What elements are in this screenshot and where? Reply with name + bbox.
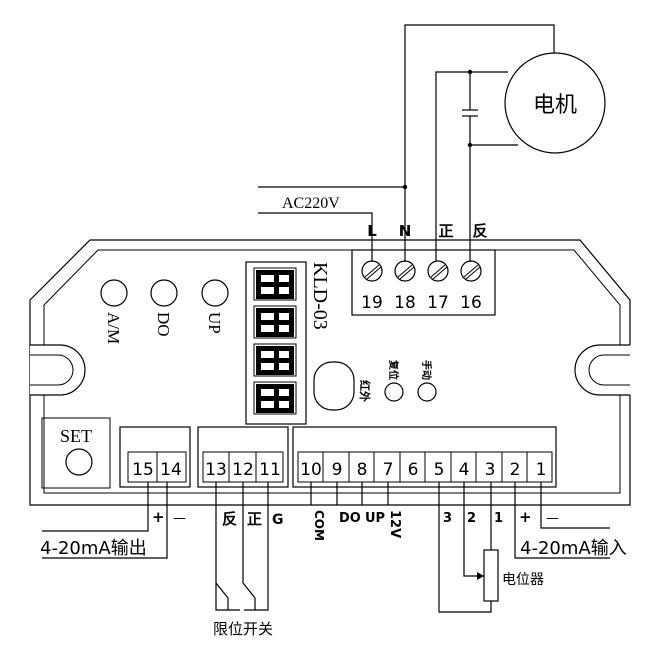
controller-body xyxy=(29,239,631,506)
screw-terminal-16 xyxy=(460,260,482,282)
terminal-number-8: 8 xyxy=(357,460,368,480)
motor-circle xyxy=(504,52,606,154)
potentiometer-label: 电位器 xyxy=(502,572,544,588)
potentiometer xyxy=(483,549,499,602)
terminal-number-2: 2 xyxy=(510,460,521,480)
limit-switch-contact xyxy=(215,582,229,599)
terminal-number-10: 10 xyxy=(300,460,322,480)
terminal-number-6: 6 xyxy=(408,460,419,480)
limit-switch-contact xyxy=(242,582,256,599)
wire-input-plus xyxy=(514,482,610,559)
wire-label-14: — xyxy=(173,511,186,526)
ir-receiver xyxy=(313,361,355,411)
wire-label-13: 反 xyxy=(222,510,237,528)
terminal-number-18: 18 xyxy=(394,293,416,313)
pot-wiper-arrow xyxy=(477,572,484,580)
wire-label-2: + xyxy=(519,508,532,526)
terminal-number-1: 1 xyxy=(536,460,547,480)
mount-notch-right xyxy=(574,344,636,396)
wire-label-5: 3 xyxy=(443,511,452,526)
wire-label-8: UP xyxy=(365,511,385,526)
terminal-number-3: 3 xyxy=(485,460,496,480)
wire-terminal-17 xyxy=(435,71,508,262)
screw-terminal-17 xyxy=(427,260,449,282)
indicator-label-am: A/M xyxy=(104,312,123,344)
terminal-number-15: 15 xyxy=(132,460,154,480)
wire-input-minus xyxy=(540,482,610,529)
terminal-number-13: 13 xyxy=(205,460,227,480)
seven-segment-display xyxy=(245,261,307,425)
terminal-number-7: 7 xyxy=(383,460,394,480)
set-label: SET xyxy=(60,426,92,446)
terminal-label-forward: 正 xyxy=(438,222,453,240)
model-label: KLD-03 xyxy=(309,262,331,330)
motor-label: 电机 xyxy=(533,93,577,118)
wire-pot-wiper xyxy=(463,482,484,577)
terminal-number-17: 17 xyxy=(427,293,449,313)
wire-ac-input-2 xyxy=(258,212,373,262)
wire-label-7: 12V xyxy=(387,510,402,538)
indicator-label-do: DO xyxy=(154,312,173,337)
terminal-number-14: 14 xyxy=(160,460,182,480)
terminal-number-5: 5 xyxy=(434,460,445,480)
wire-limit-common xyxy=(244,482,269,611)
wire-label-10: COM xyxy=(312,510,326,541)
wire-l-to-motor xyxy=(404,24,555,187)
manual-label: 手动 xyxy=(420,360,433,380)
wire-terminal-16 xyxy=(469,144,518,262)
reset-button[interactable] xyxy=(384,382,404,402)
terminal-block-a xyxy=(119,426,191,488)
terminal-number-16: 16 xyxy=(460,293,482,313)
led-am xyxy=(100,279,128,307)
wire-label-9: DO xyxy=(339,511,361,526)
terminal-block-c xyxy=(292,426,557,488)
terminal-label-l: L xyxy=(367,222,377,240)
terminal-number-19: 19 xyxy=(361,293,383,313)
manual-button[interactable] xyxy=(417,382,437,402)
terminal-label-reverse: 反 xyxy=(472,222,487,240)
terminal-number-11: 11 xyxy=(259,460,281,480)
wire-label-11: G xyxy=(272,512,284,528)
ac220v-label: AC220V xyxy=(282,195,340,212)
seven-segment-digit xyxy=(253,381,297,415)
indicator-label-up: UP xyxy=(205,312,224,334)
wire-label-3: 1 xyxy=(494,511,503,526)
wire-output-minus xyxy=(42,482,168,559)
screw-terminal-18 xyxy=(394,260,416,282)
seven-segment-digit xyxy=(253,305,297,339)
wire-label-12: 正 xyxy=(247,510,262,528)
input-label: 4-20mA输入 xyxy=(520,538,627,559)
top-terminal-block xyxy=(351,249,496,316)
terminal-label-n: N xyxy=(399,222,412,240)
terminal-number-12: 12 xyxy=(232,460,254,480)
seven-segment-digit xyxy=(253,343,297,377)
wire-label-15: + xyxy=(152,508,165,526)
terminal-number-9: 9 xyxy=(332,460,343,480)
mount-notch-left xyxy=(30,344,88,396)
reset-label: 复位 xyxy=(387,359,400,380)
seven-segment-digit xyxy=(253,267,297,301)
wire-limit-reverse xyxy=(215,482,240,611)
led-do xyxy=(150,279,178,307)
led-up xyxy=(201,279,229,307)
screw-terminal-19 xyxy=(361,260,383,282)
set-button[interactable] xyxy=(65,448,93,476)
limit-switch-label: 限位开关 xyxy=(213,620,273,638)
output-label: 4-20mA输出 xyxy=(40,538,147,559)
wire-label-4: 2 xyxy=(467,511,476,526)
ir-label: 红外 xyxy=(358,380,372,402)
wire-output-plus xyxy=(42,482,149,532)
terminal-number-4: 4 xyxy=(459,460,470,480)
wire-pot-3 xyxy=(438,482,492,613)
set-button-area xyxy=(41,417,111,489)
wire-label-1: — xyxy=(546,511,559,526)
